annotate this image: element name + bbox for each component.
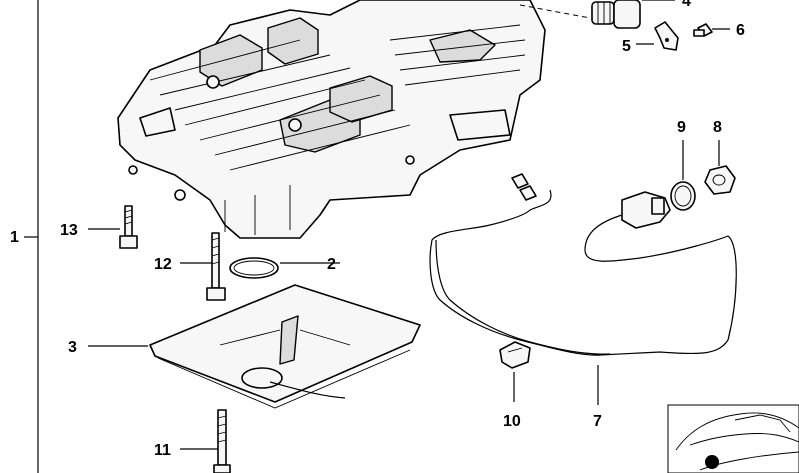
callout-2: 2 [327,256,336,273]
part-12-bolt[interactable] [180,232,226,301]
callout-6: 6 [736,22,745,39]
part-3-filter[interactable] [88,284,421,409]
callout-4: 4 [682,0,691,10]
valve-body-assembly[interactable] [117,0,546,239]
callout-11: 11 [154,442,171,459]
part-8-nut[interactable] [704,140,736,195]
group-bracket [24,0,39,473]
callout-13: 13 [60,222,78,239]
callout-10: 10 [503,413,521,430]
part-4-solenoid[interactable] [519,0,675,29]
part-10-holder[interactable] [499,341,531,402]
callout-labels: 1 2 3 4 5 6 7 8 9 10 11 12 13 [10,0,745,459]
callout-3: 3 [68,339,77,356]
vehicle-locator-thumbnail [667,404,799,473]
callout-12: 12 [154,256,172,273]
callout-9: 9 [677,119,686,136]
callout-8: 8 [713,119,722,136]
part-11-bolt[interactable] [180,409,231,473]
part-13-bolt[interactable] [88,205,138,249]
part-6-screw[interactable] [693,23,730,37]
part-7-wiring-harness[interactable] [429,173,737,405]
callout-5: 5 [622,38,631,55]
part-5-clip[interactable] [636,21,679,51]
callout-1: 1 [10,229,19,246]
part-9-o-ring[interactable] [670,140,696,211]
locator-dot [705,455,719,469]
callout-7: 7 [593,413,602,430]
part-2-o-ring[interactable] [229,257,318,279]
